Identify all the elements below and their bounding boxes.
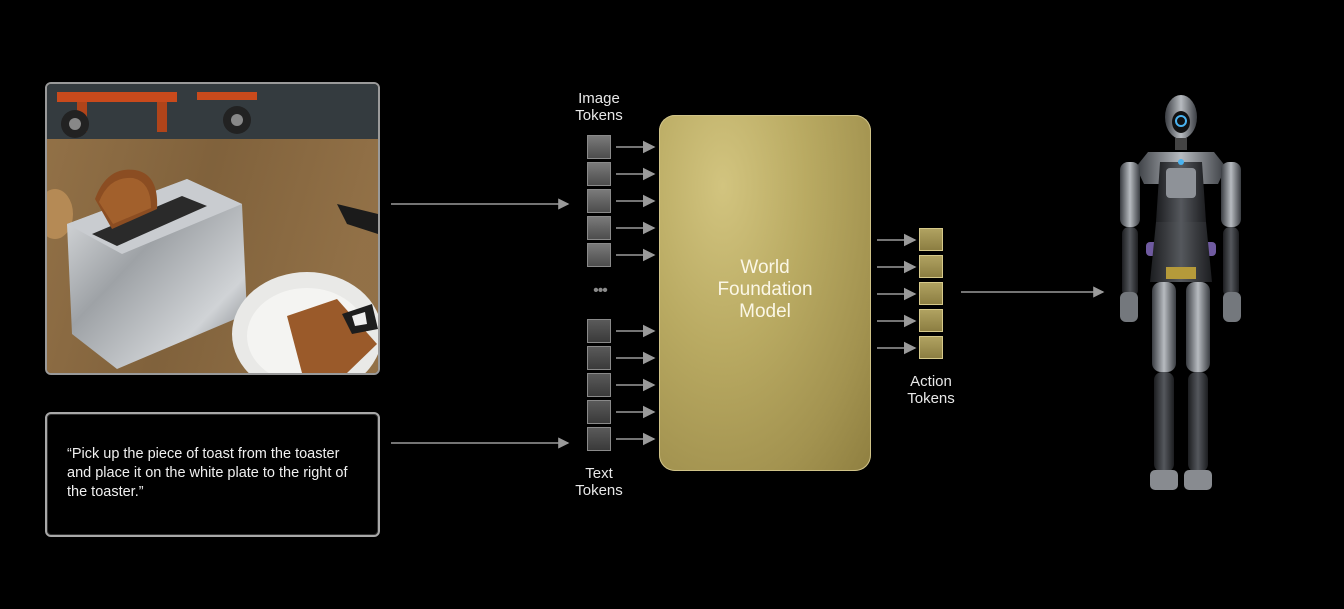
text-token (587, 373, 611, 397)
image-token (587, 162, 611, 186)
action-token (919, 228, 943, 251)
action-token (919, 255, 943, 278)
image-token (587, 243, 611, 267)
text-token (587, 319, 611, 343)
camera-image (45, 82, 380, 375)
image-token (587, 189, 611, 213)
world-foundation-model-box: World Foundation Model (659, 115, 871, 471)
action-token (919, 336, 943, 359)
image-token (587, 216, 611, 240)
action-token (919, 282, 943, 305)
instruction-text: “Pick up the piece of toast from the toa… (67, 446, 348, 500)
action-tokens-label: Action Tokens (907, 373, 955, 407)
image-tokens-label: Image Tokens (575, 90, 623, 124)
text-token (587, 346, 611, 370)
text-token (587, 400, 611, 424)
image-token (587, 135, 611, 159)
action-token (919, 309, 943, 332)
model-title: World Foundation Model (717, 257, 813, 322)
text-tokens-label: Text Tokens (575, 465, 623, 499)
instruction-panel: “Pick up the piece of toast from the toa… (45, 412, 380, 537)
ellipsis: ••• (593, 282, 608, 299)
text-token (587, 427, 611, 451)
humanoid-robot-image (1120, 95, 1241, 490)
